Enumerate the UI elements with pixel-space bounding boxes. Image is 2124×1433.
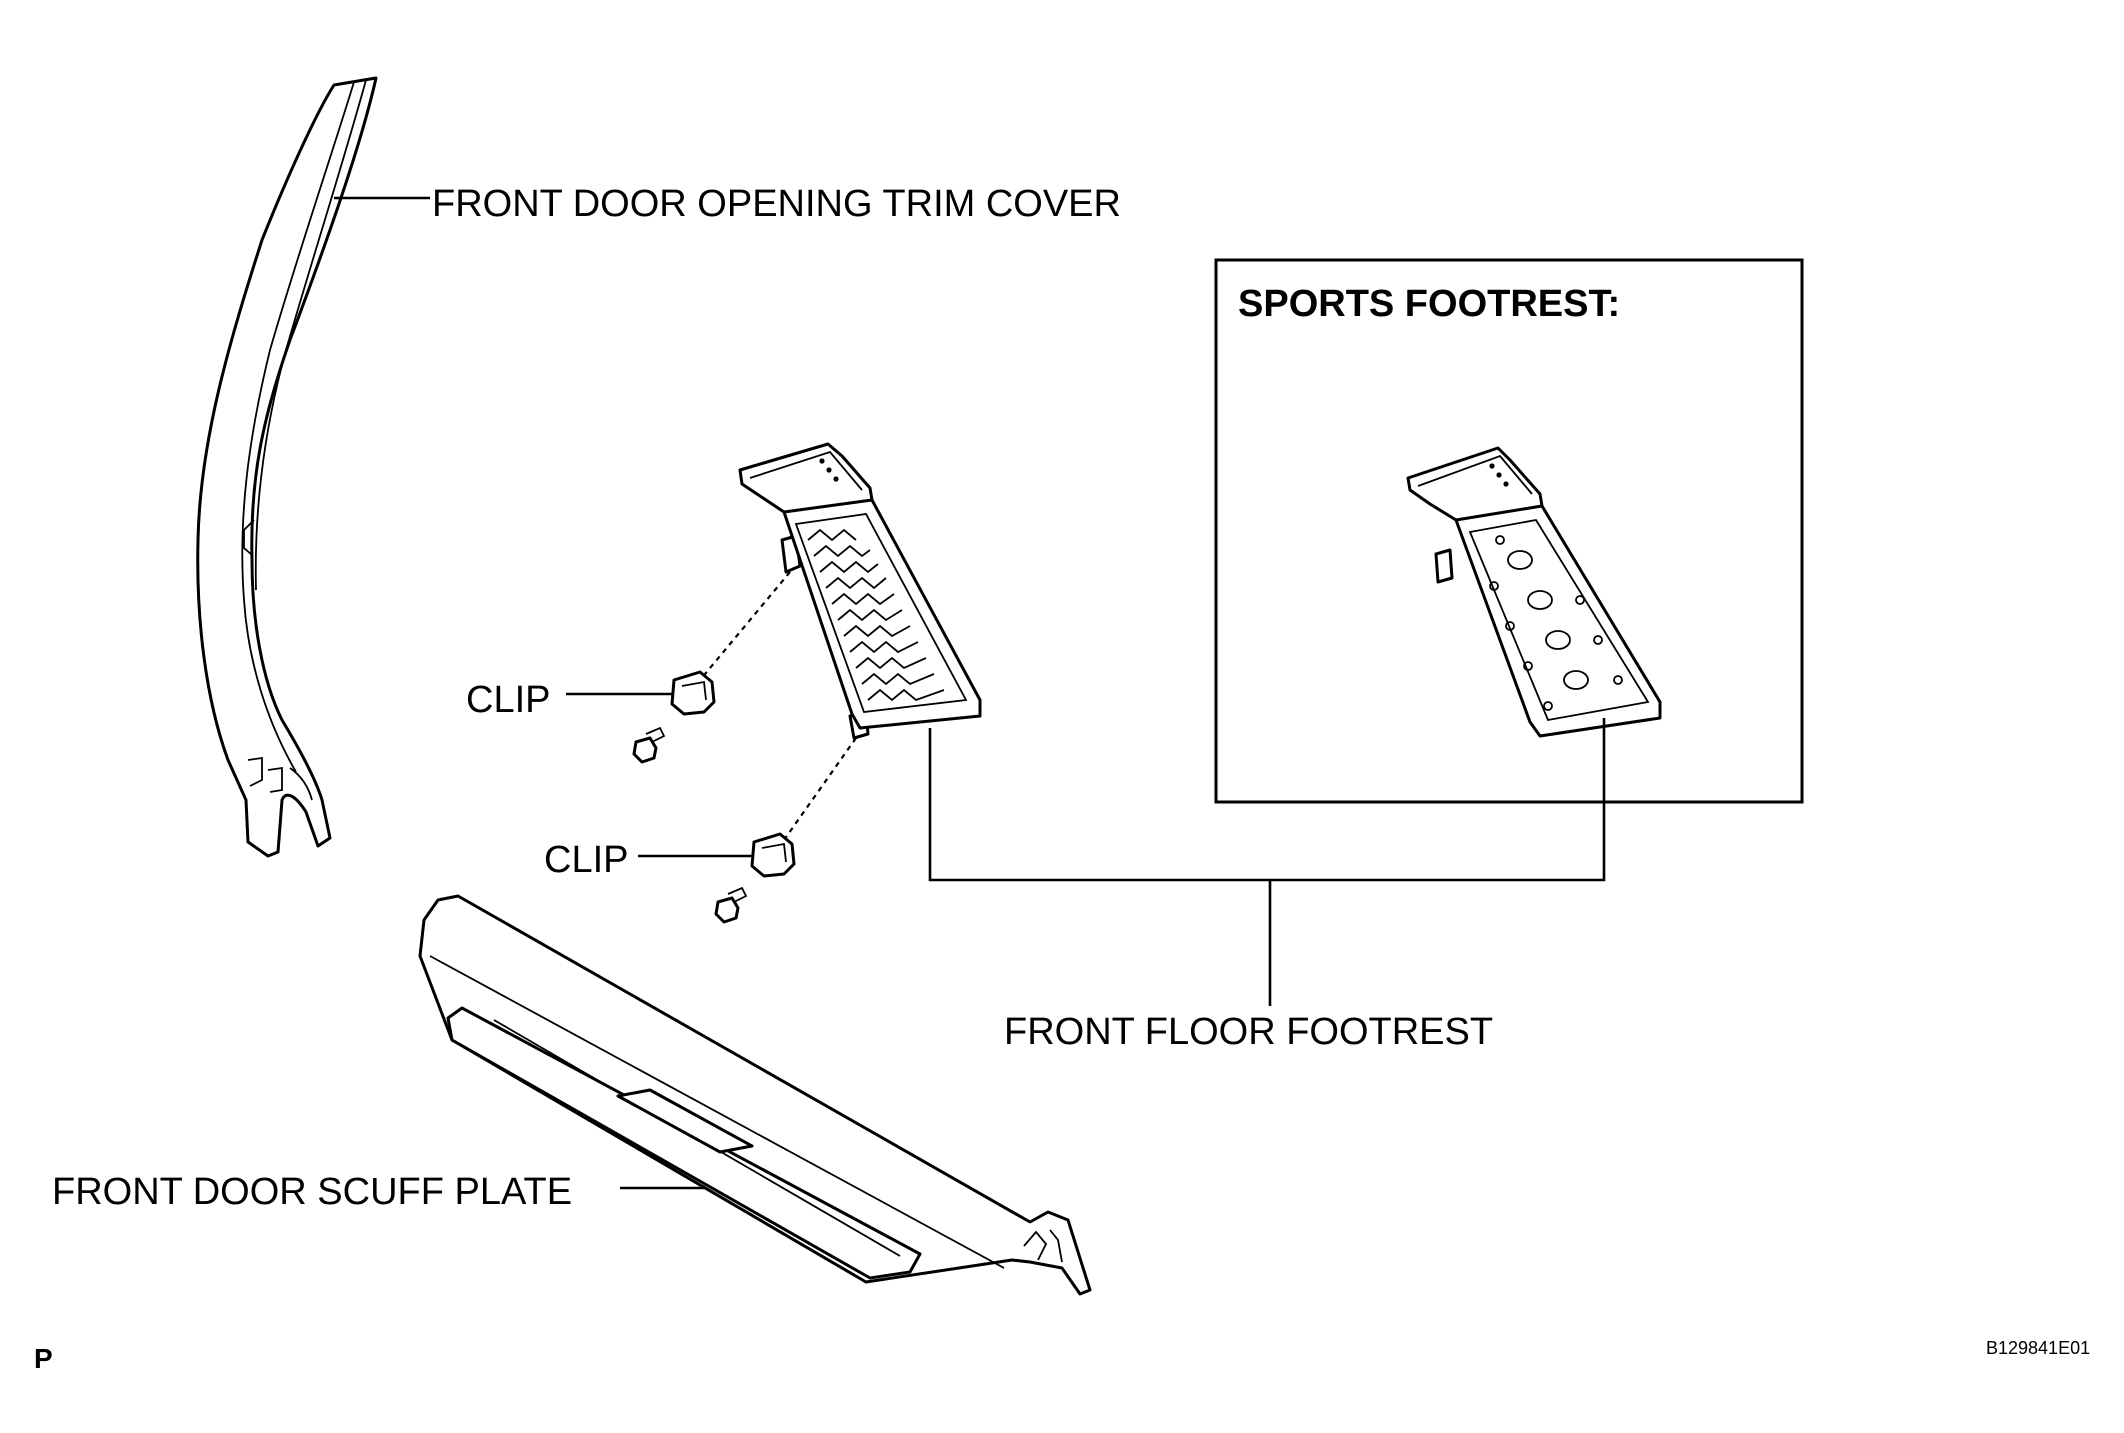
upper-clip xyxy=(670,670,716,716)
lower-clip xyxy=(750,832,796,878)
lower-clip-label: CLIP xyxy=(544,839,628,881)
upper-pin xyxy=(632,726,666,764)
footrest-bracket-line xyxy=(928,718,1606,882)
tread-pattern xyxy=(807,528,945,702)
lower-clip-install-line xyxy=(783,737,857,841)
corner-mark: P xyxy=(34,1343,53,1374)
scuff-plate-label: FRONT DOOR SCUFF PLATE xyxy=(52,1171,572,1213)
upper-clip-label: CLIP xyxy=(466,679,550,721)
sports-footrest-box xyxy=(1214,258,1804,804)
sports-footrest-title: SPORTS FOOTREST: xyxy=(1238,283,1620,325)
front-door-scuff-plate xyxy=(418,894,1092,1296)
upper-clip-install-line xyxy=(699,571,791,681)
front-floor-footrest xyxy=(738,442,982,740)
trim-cover-label: FRONT DOOR OPENING TRIM COVER xyxy=(432,183,1121,225)
front-floor-footrest-label: FRONT FLOOR FOOTREST xyxy=(1004,1011,1493,1053)
lower-pin xyxy=(714,886,748,924)
figure-code: B129841E01 xyxy=(1986,1338,2090,1358)
sports-footrest xyxy=(1406,446,1662,738)
front-door-opening-trim-cover xyxy=(196,76,378,858)
